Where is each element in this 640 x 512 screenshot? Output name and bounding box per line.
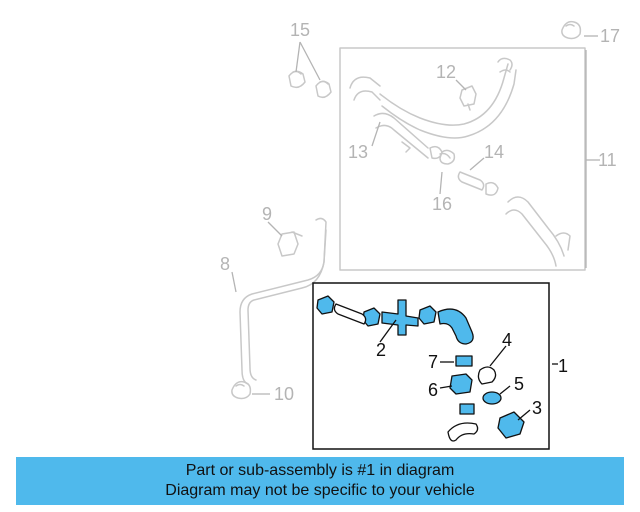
callout-labels: 15 17 12 13 14 11 16 9 8 10 1 2 4 7 6 5 …: [220, 20, 620, 418]
fitting-12-shape: [459, 85, 477, 111]
clamp-17-shape: [561, 20, 582, 40]
fitting-14-16-shapes: [439, 149, 499, 196]
info-banner: Part or sub-assembly is #1 in diagram Di…: [16, 457, 624, 505]
hose-lower-piece: [447, 422, 479, 442]
callout-13: 13: [348, 142, 368, 162]
clamp-15-shapes: [288, 70, 332, 99]
callout-6: 6: [428, 380, 438, 400]
callout-11: 11: [598, 150, 617, 170]
callout-9: 9: [262, 204, 272, 224]
banner-line-1: Part or sub-assembly is #1 in diagram: [185, 462, 455, 479]
clamp-shape-lower: [459, 403, 475, 415]
callout-14: 14: [484, 142, 504, 162]
callout-16: 16: [432, 194, 452, 214]
callout-4: 4: [502, 330, 512, 350]
callout-3: 3: [532, 398, 542, 418]
fitting-shape-3: [497, 411, 525, 439]
clamp-shape-c: [418, 305, 437, 325]
callout-15: 15: [290, 20, 310, 40]
clamp-10-shape: [231, 380, 252, 400]
hose-lower-11-shape: [505, 196, 571, 267]
callout-5: 5: [514, 374, 524, 394]
callout-2: 2: [376, 340, 386, 360]
callout-7: 7: [428, 352, 438, 372]
hose-curved-upper: [437, 308, 474, 345]
callout-12: 12: [436, 62, 456, 82]
parts-diagram: 15 17 12 13 14 11 16 9 8 10 1 2 4 7 6 5 …: [220, 20, 620, 450]
leader-lines: [231, 35, 600, 421]
hose-piece-short: [333, 303, 367, 325]
oring-shape-5: [482, 391, 502, 405]
hose-8-shape: [239, 217, 327, 385]
clamp-shape-a: [316, 295, 335, 315]
clamp-shape-7: [455, 355, 473, 367]
callout-10: 10: [274, 384, 294, 404]
highlighted-assembly-1: [312, 282, 550, 450]
fitting-shape-6: [449, 373, 473, 395]
fitting-9-shape: [277, 231, 303, 257]
tee-fitting-2-shape: [381, 299, 419, 336]
group-box-11: [339, 47, 586, 271]
callout-17: 17: [600, 26, 620, 46]
clip-shape-4: [477, 366, 497, 385]
callout-1: 1: [558, 356, 568, 376]
callout-8: 8: [220, 254, 230, 274]
group-box-1: [312, 282, 550, 450]
faded-parts: [231, 20, 586, 400]
banner-line-2: Diagram may not be specific to your vehi…: [165, 482, 475, 499]
